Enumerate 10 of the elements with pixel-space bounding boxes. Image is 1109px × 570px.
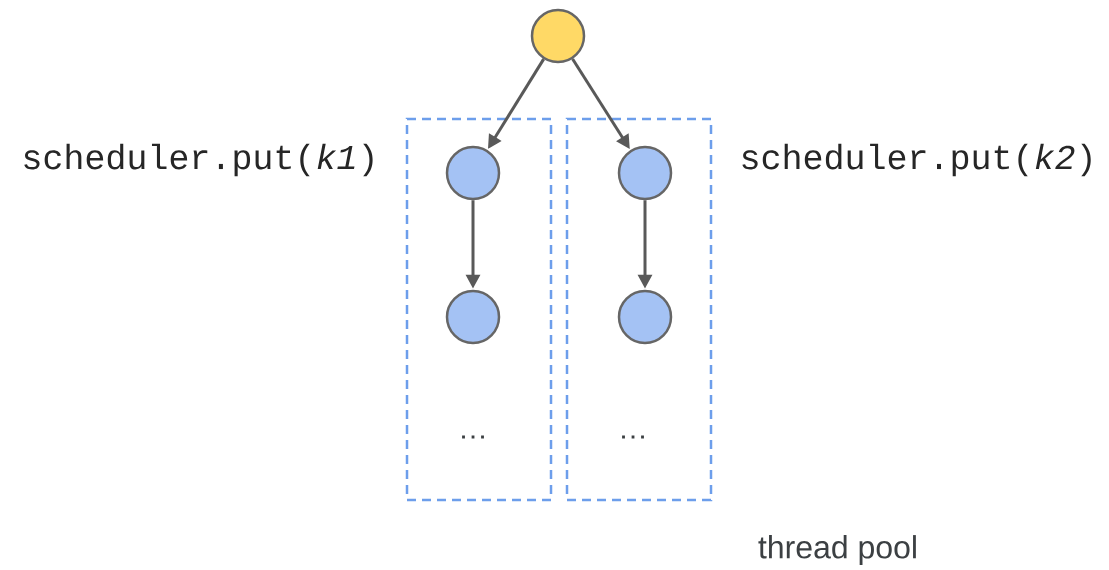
group-caption: thread pool bbox=[758, 535, 916, 565]
code-label: scheduler.put(k1) bbox=[24, 143, 373, 177]
circle-node bbox=[445, 289, 501, 345]
ellipsis: … bbox=[622, 435, 644, 439]
circle-node bbox=[617, 289, 673, 345]
circle-node bbox=[617, 145, 673, 201]
circle-node bbox=[445, 145, 501, 201]
ellipsis: … bbox=[462, 435, 484, 439]
code-label: scheduler.put(k2) bbox=[742, 143, 1091, 177]
circle-node bbox=[530, 8, 586, 64]
